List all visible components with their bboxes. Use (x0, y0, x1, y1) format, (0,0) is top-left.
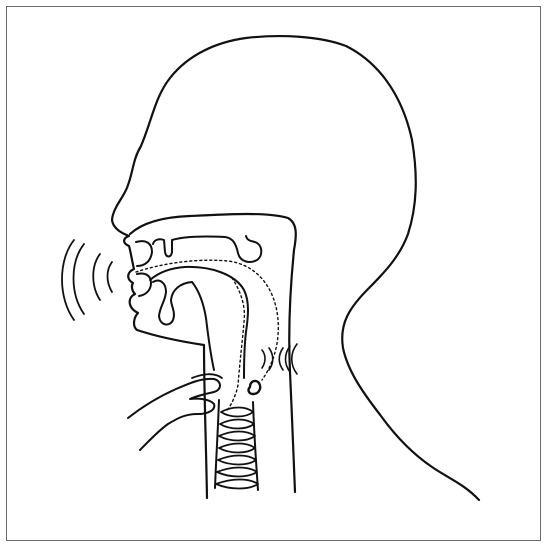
lower-gum-outline (153, 281, 192, 325)
upper-teeth (136, 241, 152, 266)
mouth-sound-waves-icon (62, 240, 112, 320)
lower-jaw-outline (137, 273, 151, 296)
trachea (215, 400, 258, 490)
airflow-path-dotted-lower (226, 278, 244, 412)
vocal-folds-icon (249, 381, 261, 394)
head-profile-outline (112, 36, 479, 500)
figure-frame (7, 7, 541, 541)
hand-knuckle-line (192, 374, 222, 378)
upper-jaw-structure (153, 236, 261, 262)
throat-sound-waves-icon (262, 344, 297, 374)
